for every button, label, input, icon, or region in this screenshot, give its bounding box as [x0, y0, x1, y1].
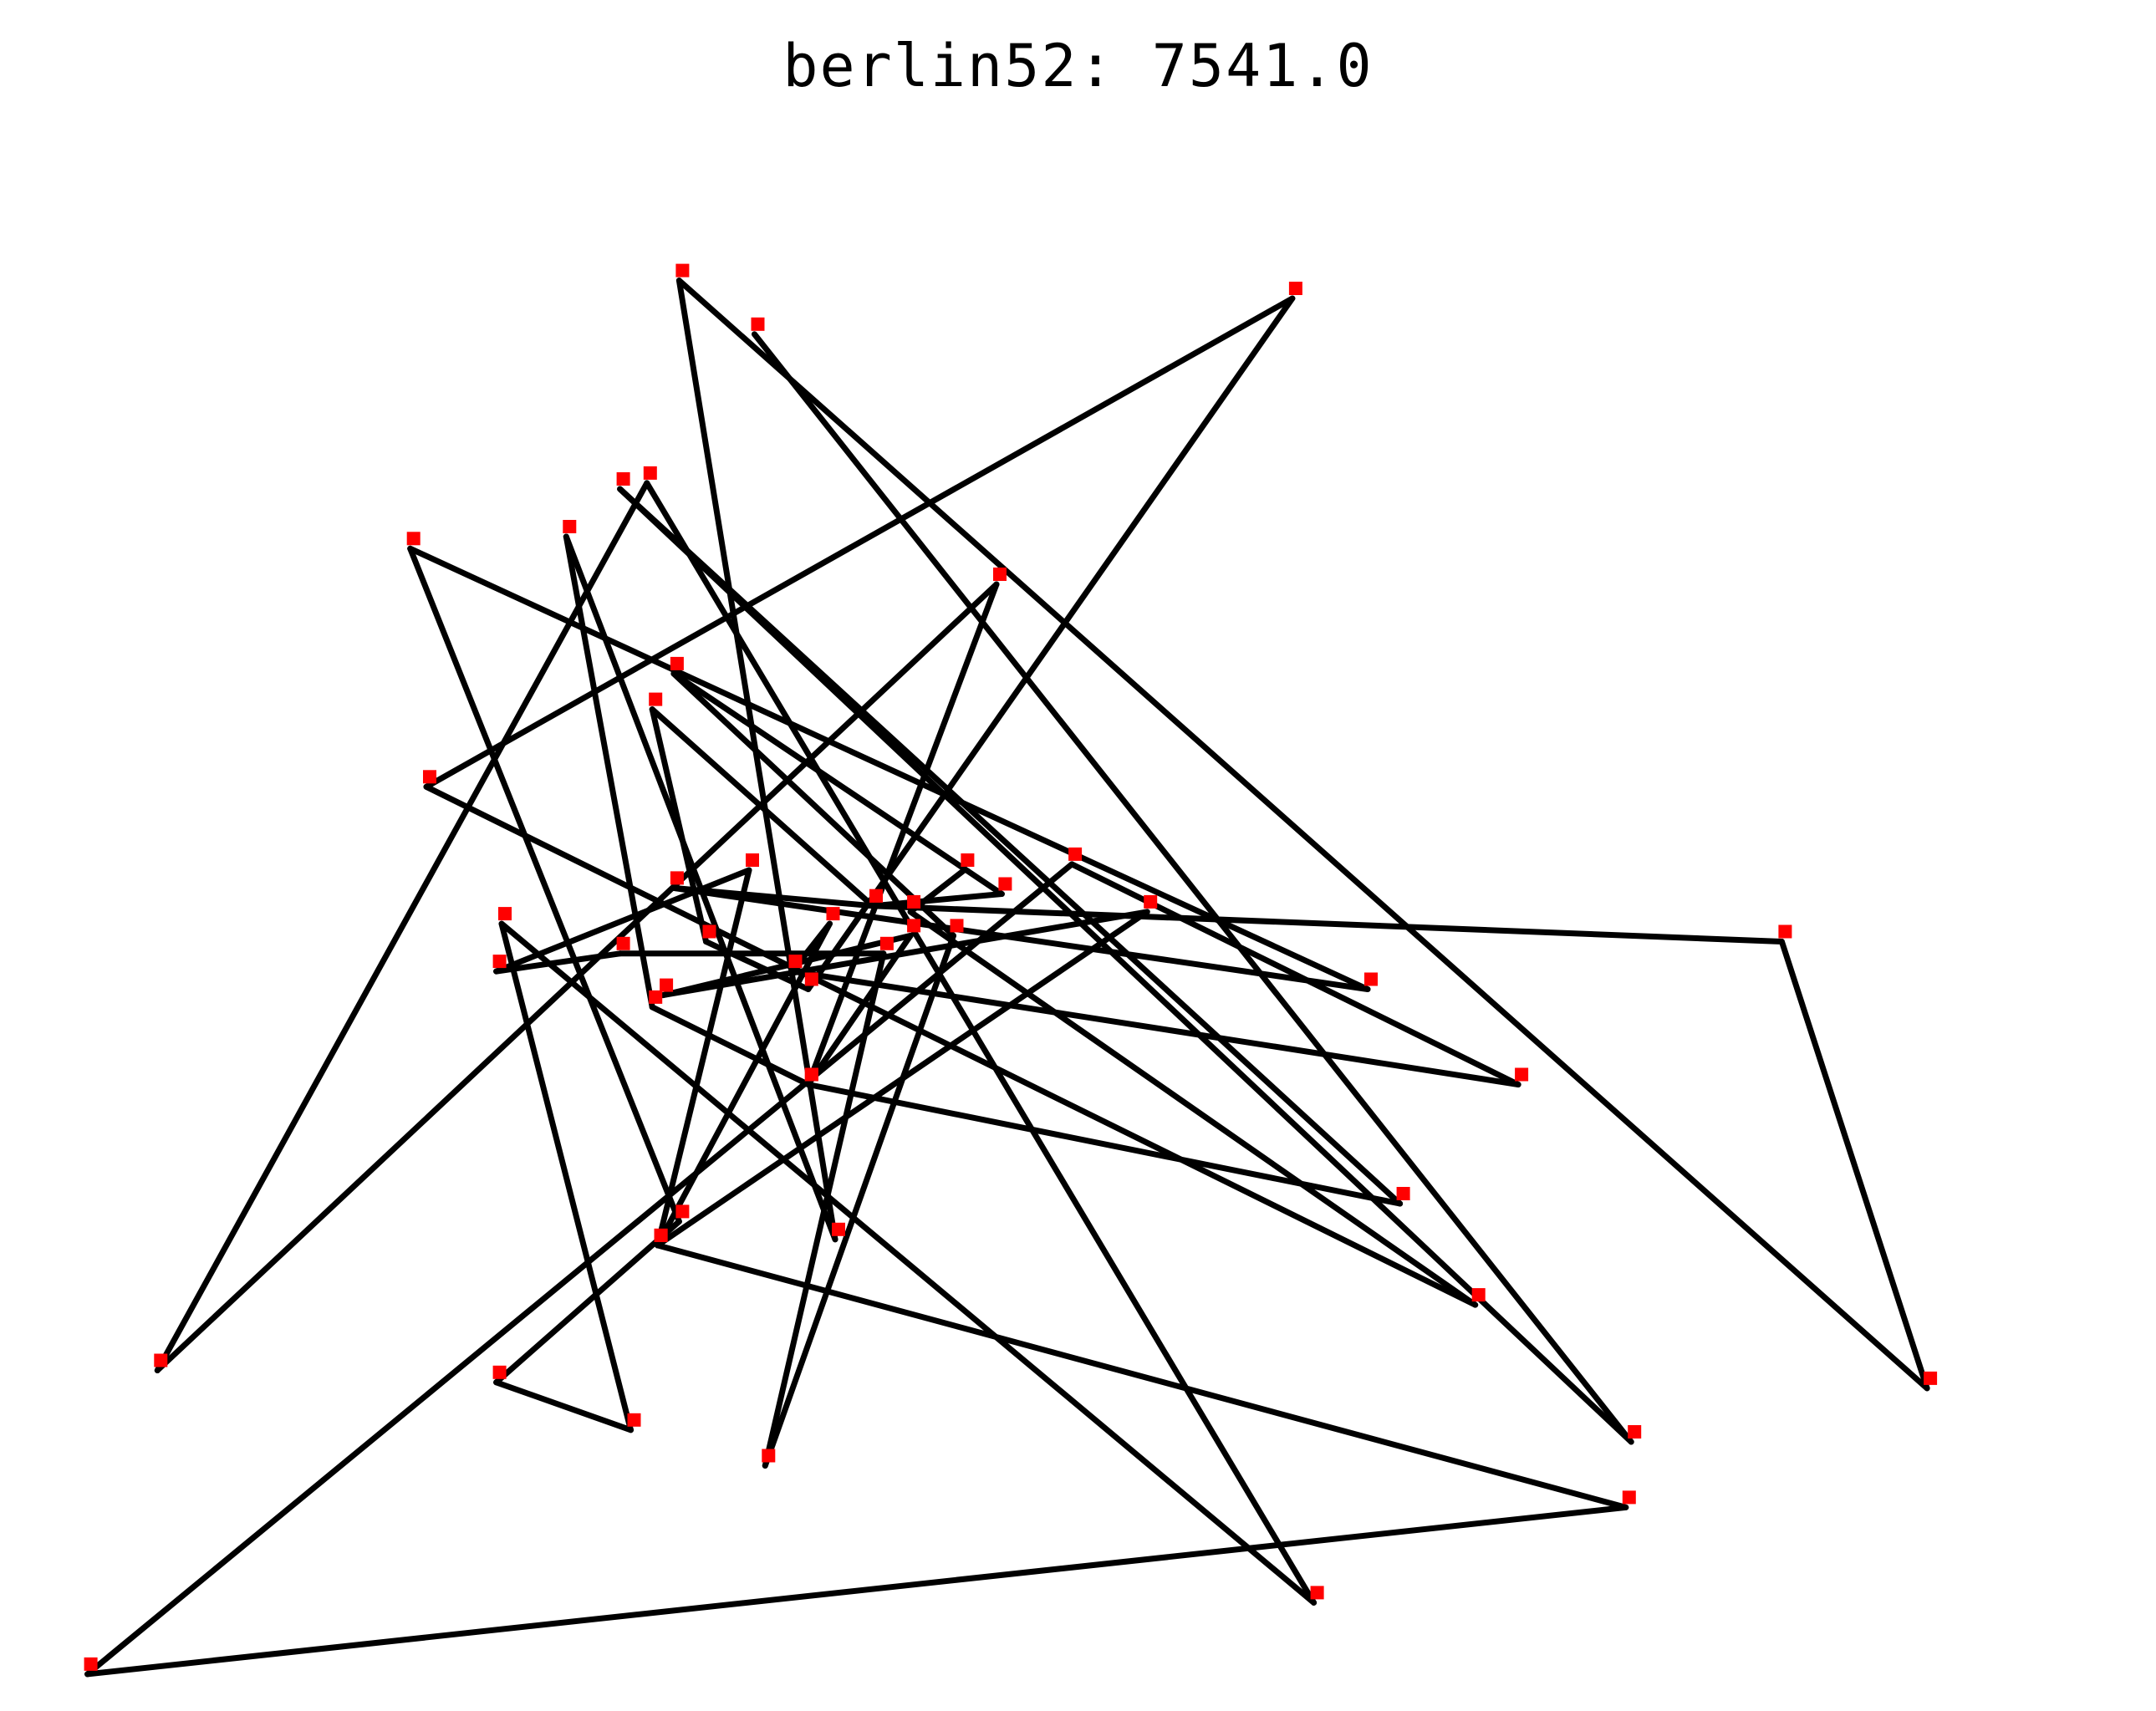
- route-segment: [805, 581, 1000, 1087]
- route-segment: [789, 968, 1521, 1087]
- route-segment: [493, 1379, 634, 1433]
- route-segment: [649, 1004, 812, 1087]
- route-segment: [655, 920, 833, 1249]
- city-point: [826, 907, 840, 921]
- route-segment: [493, 1218, 682, 1386]
- city-point: [961, 853, 975, 867]
- city-point: [1364, 972, 1378, 986]
- city-point: [616, 472, 630, 486]
- chart-title: berlin52: 7541.0: [782, 32, 1374, 100]
- city-point: [702, 924, 716, 939]
- city-points: [84, 263, 1938, 1671]
- city-point: [498, 907, 512, 921]
- route-segment: [84, 861, 1075, 1678]
- city-point: [1628, 1425, 1642, 1439]
- city-point: [751, 317, 765, 331]
- city-point: [654, 1228, 668, 1242]
- city-point: [616, 936, 630, 950]
- route-segment: [869, 903, 1785, 945]
- route-segment: [762, 932, 956, 1469]
- route-segment: [805, 932, 914, 1087]
- city-point: [907, 894, 921, 909]
- city-point: [643, 466, 657, 480]
- city-point: [746, 853, 759, 867]
- city-point: [563, 520, 577, 533]
- city-point: [627, 1413, 641, 1427]
- route-segment: [154, 480, 650, 1373]
- route-segment: [407, 545, 682, 1225]
- city-point: [675, 1204, 690, 1219]
- city-point: [492, 1365, 507, 1379]
- city-point: [492, 955, 507, 969]
- route-segment: [493, 950, 624, 975]
- city-point: [1288, 282, 1302, 295]
- route-segment: [1778, 939, 1930, 1392]
- city-point: [670, 871, 684, 885]
- route-segment: [907, 909, 1479, 1308]
- city-point: [1622, 1490, 1636, 1505]
- city-point: [406, 532, 420, 546]
- city-point: [649, 692, 663, 706]
- route-segment: [670, 670, 956, 939]
- route-segment: [660, 909, 1150, 999]
- route-segment: [84, 1504, 1629, 1678]
- route-segment: [617, 486, 1634, 1445]
- route-segment: [563, 533, 655, 1011]
- route-segment: [423, 295, 1296, 790]
- city-point: [1924, 1371, 1938, 1385]
- city-point: [84, 1657, 98, 1671]
- city-point: [1471, 1288, 1486, 1302]
- city-point: [1396, 1187, 1410, 1200]
- city-point: [832, 1222, 845, 1236]
- route-segment: [644, 480, 1318, 1606]
- route-segment: [670, 884, 1371, 992]
- route-segment: [493, 867, 752, 975]
- city-point: [1068, 847, 1083, 861]
- route-segment: [655, 1242, 1629, 1510]
- city-point: [907, 919, 921, 933]
- route-segment: [805, 1082, 1404, 1207]
- city-point: [670, 656, 684, 670]
- city-point: [804, 1067, 818, 1082]
- city-point: [1515, 1067, 1529, 1082]
- route-segment: [670, 670, 1005, 897]
- city-point: [660, 978, 674, 992]
- route-segment: [752, 331, 1634, 1445]
- route-segment: [675, 278, 1930, 1392]
- route-segment: [655, 909, 1150, 1249]
- city-point: [879, 936, 894, 950]
- city-point: [788, 955, 803, 969]
- city-point: [869, 889, 883, 903]
- route-segment: [498, 920, 634, 1433]
- city-point: [423, 770, 436, 784]
- route-segment: [660, 932, 914, 999]
- city-point: [762, 1449, 776, 1463]
- city-point: [993, 568, 1007, 581]
- city-point: [1144, 894, 1158, 909]
- route-segment: [869, 891, 1005, 909]
- city-point: [1778, 924, 1792, 939]
- city-point: [1310, 1586, 1324, 1600]
- city-point: [154, 1353, 168, 1367]
- route-segment: [498, 920, 1318, 1606]
- city-point: [950, 919, 964, 933]
- city-point: [998, 877, 1012, 891]
- city-point: [804, 972, 818, 986]
- route-segments: [84, 278, 1930, 1678]
- route-segment: [655, 867, 752, 1249]
- city-point: [649, 990, 663, 1004]
- city-point: [675, 263, 690, 278]
